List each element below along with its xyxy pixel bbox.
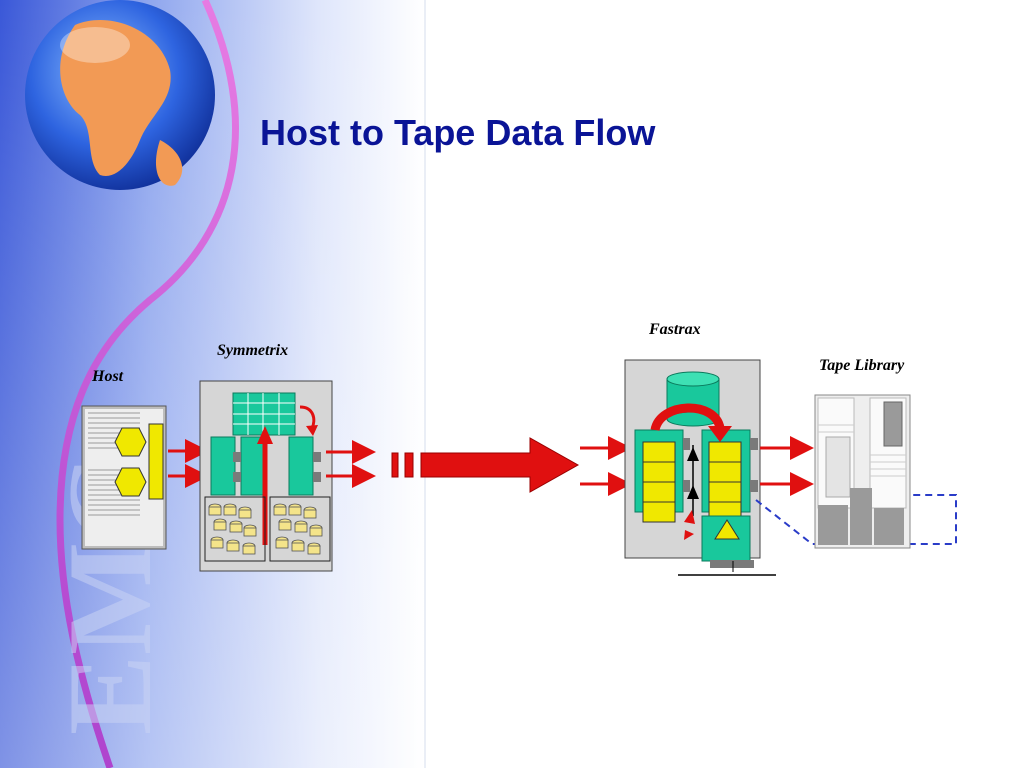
fastrax-label: Fastrax xyxy=(649,321,701,338)
globe-icon xyxy=(25,0,215,190)
host-adapter-icon xyxy=(148,423,164,500)
tape-library xyxy=(814,394,911,549)
host-processor-icon xyxy=(114,427,147,457)
tape-link-dashed xyxy=(755,494,957,545)
symmetrix-output-arrows xyxy=(326,440,376,488)
fastrax-input-arrows xyxy=(580,436,632,496)
host-to-symmetrix-arrows xyxy=(168,439,209,488)
host-processor-icon xyxy=(114,467,147,497)
fastrax-to-tape-arrows xyxy=(760,436,814,496)
symmetrix-array xyxy=(199,380,333,572)
host-label: Host xyxy=(92,368,124,385)
host-server xyxy=(81,405,167,550)
swoosh-decoration xyxy=(56,0,239,768)
tape-library-label: Tape Library xyxy=(819,357,905,374)
symmetrix-label: Symmetrix xyxy=(217,342,289,359)
transfer-arrow xyxy=(391,437,580,493)
fastrax-unit xyxy=(624,359,776,576)
disk-drives-icon xyxy=(208,503,323,555)
warning-triangle-icon xyxy=(714,519,740,540)
slide-title: Host to Tape Data Flow xyxy=(260,112,656,153)
